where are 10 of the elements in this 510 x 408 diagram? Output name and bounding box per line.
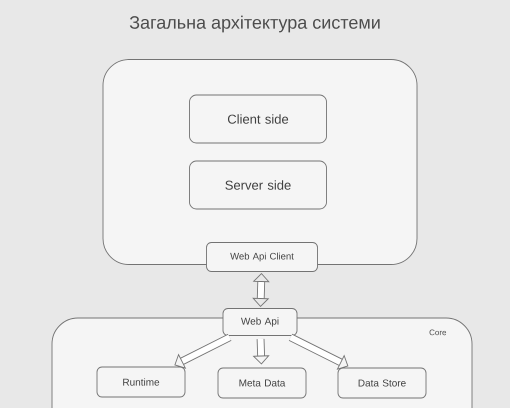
process-box: Meta Data: [218, 368, 306, 398]
slide-title: Загальна архітектура системи: [130, 16, 380, 32]
process-box: Server side: [189, 160, 327, 210]
block-arrow: [288, 334, 348, 370]
process-box: Web Api Client: [206, 242, 318, 272]
process-box: Client side: [189, 94, 327, 144]
process-box: Runtime: [96, 366, 186, 398]
process-box: Data Store: [338, 368, 426, 398]
block-arrow: [174, 334, 232, 369]
process-box: Web Api: [222, 308, 298, 336]
